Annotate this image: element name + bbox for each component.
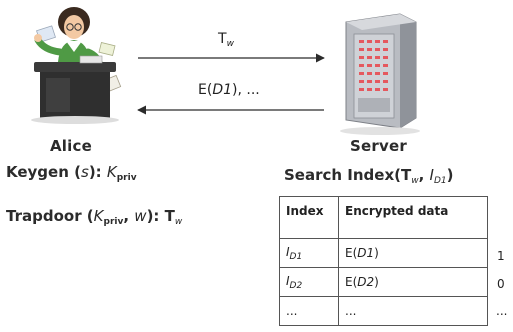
alice-icon — [31, 7, 122, 124]
search-index-operation: Search Index(Tw, ID1) — [284, 166, 454, 186]
match-flag: ... — [496, 304, 508, 318]
trapdoor-message-label: Tw — [218, 31, 234, 49]
table-row: ... ... — [279, 296, 488, 326]
index-cell: ID2 — [279, 267, 339, 297]
server-label: Server — [350, 137, 407, 155]
alice-label: Alice — [50, 137, 92, 155]
index-cell: ... — [279, 296, 339, 326]
index-cell: ID1 — [279, 238, 339, 268]
encrypted-result-label: E(D1), ... — [198, 82, 260, 98]
encrypted-data-column-header: Encrypted data — [338, 196, 488, 239]
encrypted-data-cell: E(D1) — [338, 238, 488, 268]
match-flag: 1 — [497, 249, 505, 263]
keygen-operation: Keygen (s): Kpriv — [6, 163, 137, 183]
match-flag: 0 — [497, 277, 505, 291]
table-row: ID2 E(D2) — [279, 267, 488, 297]
table-row: ID1 E(D1) — [279, 238, 488, 268]
encrypted-data-cell: E(D2) — [338, 267, 488, 297]
index-column-header: Index — [279, 196, 339, 239]
search-index-table: Index Encrypted data ID1 E(D1) ID2 E(D2)… — [279, 196, 488, 326]
trapdoor-operation: Trapdoor (Kpriv, w): Tw — [6, 207, 183, 227]
encrypted-data-cell: ... — [338, 296, 488, 326]
server-icon — [340, 13, 420, 135]
table-header-row: Index Encrypted data — [279, 196, 488, 239]
